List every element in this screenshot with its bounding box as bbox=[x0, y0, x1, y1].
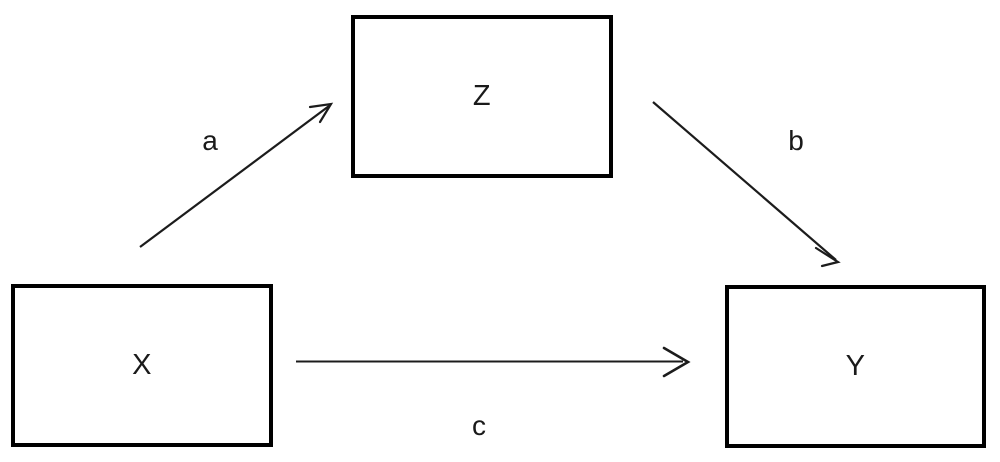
edge-a-line bbox=[139, 105, 330, 248]
edge-c bbox=[296, 346, 691, 378]
edge-c-arrowhead bbox=[662, 346, 691, 378]
node-x: X bbox=[11, 284, 273, 447]
node-y: Y bbox=[725, 285, 986, 448]
edge-c-label: c bbox=[472, 410, 486, 441]
edge-a bbox=[139, 102, 334, 248]
node-x-label: X bbox=[132, 349, 152, 381]
edge-a-label: a bbox=[202, 125, 218, 156]
edge-b-line bbox=[652, 101, 837, 261]
node-y-label: Y bbox=[845, 350, 866, 382]
edge-b-label: b bbox=[788, 125, 804, 156]
edge-b bbox=[652, 101, 841, 268]
edge-a-arrowhead bbox=[308, 102, 334, 124]
node-z-label: Z bbox=[472, 80, 492, 112]
edge-b-arrowhead bbox=[814, 246, 841, 268]
node-z: Z bbox=[351, 15, 613, 178]
